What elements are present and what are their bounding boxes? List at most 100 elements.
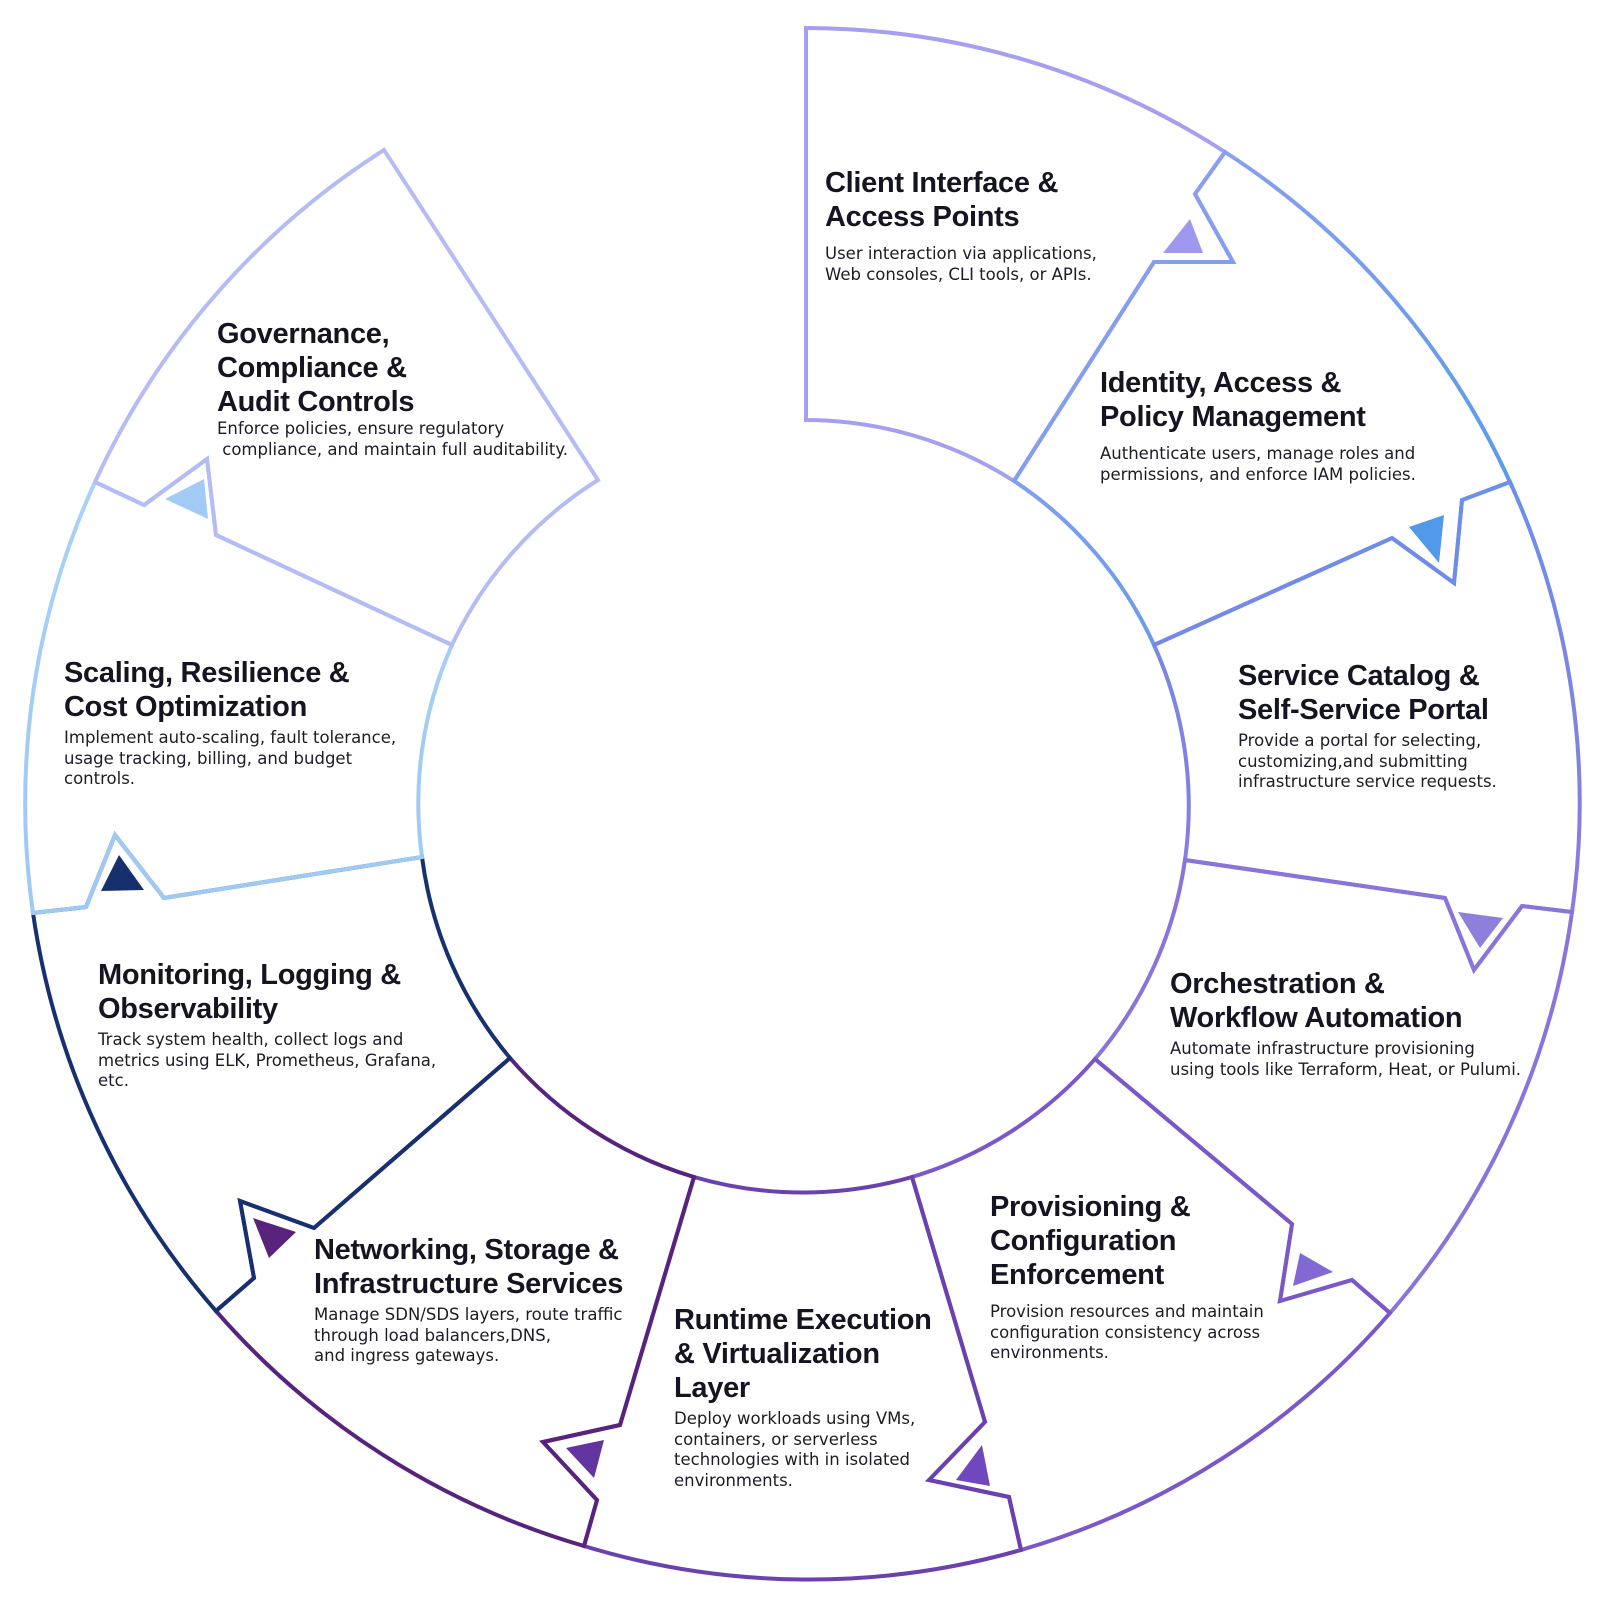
- title-line: Infrastructure Services: [314, 1268, 624, 1300]
- title-line: Layer: [674, 1372, 750, 1404]
- title-line: Audit Controls: [217, 386, 415, 418]
- monitoring-outline: [30, 831, 513, 1314]
- segment-title: Client Interface & Access Points: [825, 166, 1145, 234]
- title-line: Identity, Access &: [1100, 367, 1342, 399]
- segment-title: Orchestration & Workflow Automation: [1170, 967, 1580, 1035]
- segment-service-catalog: Service Catalog & Self-Service Portal Pr…: [1238, 659, 1578, 793]
- title-line: Enforcement: [990, 1259, 1164, 1291]
- description-line: Manage SDN/SDS layers, route traffic: [314, 1305, 623, 1324]
- title-line: Client Interface &: [825, 167, 1059, 199]
- description-line: Track system health, collect logs and: [98, 1030, 404, 1049]
- segment-governance: Governance, Compliance & Audit Controls …: [217, 317, 597, 460]
- segment-description: Implement auto-scaling, fault tolerance,…: [64, 728, 424, 790]
- service-catalog-outline: [1151, 479, 1582, 975]
- segment-description: Deploy workloads using VMs, containers, …: [674, 1409, 984, 1491]
- description-line: controls.: [64, 769, 136, 788]
- segment-orchestration: Orchestration & Workflow Automation Auto…: [1170, 967, 1580, 1080]
- scaling-arrow-icon: [165, 479, 208, 519]
- title-line: Observability: [98, 993, 278, 1025]
- segment-identity-access: Identity, Access & Policy Management Aut…: [1100, 366, 1460, 485]
- title-line: Configuration: [990, 1225, 1177, 1257]
- description-line: customizing,and submitting: [1238, 751, 1468, 771]
- title-line: Access Points: [825, 201, 1020, 233]
- description-line: configuration consistency across: [990, 1322, 1261, 1342]
- segment-title: Runtime Execution & Virtualization Layer: [674, 1303, 984, 1405]
- segment-monitoring: Monitoring, Logging & Observability Trac…: [98, 958, 458, 1092]
- runtime-arrow-icon: [566, 1440, 604, 1478]
- description-line: etc.: [98, 1071, 129, 1090]
- client-arrow-icon: [1163, 219, 1203, 253]
- scaling-outline: [23, 455, 455, 916]
- segment-client-interface: Client Interface & Access Points User in…: [825, 166, 1145, 285]
- title-line: Service Catalog &: [1238, 660, 1480, 692]
- title-line: Monitoring, Logging &: [98, 959, 401, 991]
- title-line: Cost Optimization: [64, 691, 308, 723]
- description-line: Provision resources and maintain: [990, 1302, 1264, 1321]
- segment-title: Provisioning & Configuration Enforcement: [990, 1190, 1320, 1292]
- identity-arrow-icon: [1409, 515, 1444, 563]
- description-line: containers, or serverless: [674, 1429, 878, 1449]
- title-line: Orchestration &: [1170, 968, 1385, 1000]
- description-line: Automate infrastructure provisioning: [1170, 1039, 1475, 1058]
- segment-description: Authenticate users, manage roles and per…: [1100, 444, 1460, 485]
- segment-description: Enforce policies, ensure regulatory comp…: [217, 419, 597, 460]
- description-line: and ingress gateways.: [314, 1346, 500, 1365]
- title-line: Networking, Storage &: [314, 1234, 619, 1266]
- description-line: using tools like Terraform, Heat, or Pul…: [1170, 1059, 1522, 1079]
- title-line: Runtime Execution: [674, 1304, 932, 1336]
- description-line: permissions, and enforce IAM policies.: [1100, 464, 1416, 484]
- provisioning-outline: [909, 1056, 1393, 1553]
- description-line: usage tracking, billing, and budget: [64, 748, 353, 768]
- orchestration-outline: [1092, 857, 1575, 1316]
- networking-arrow-icon: [253, 1218, 296, 1258]
- description-line: technologies with in isolated: [674, 1450, 911, 1469]
- description-line: environments.: [674, 1470, 793, 1490]
- title-line: Workflow Automation: [1170, 1002, 1463, 1034]
- networking-outline: [213, 1055, 697, 1549]
- description-line: Authenticate users, manage roles and: [1100, 444, 1416, 463]
- description-line: through load balancers,DNS,: [314, 1325, 551, 1345]
- identity-outline: [1011, 149, 1513, 648]
- description-line: Provide a portal for selecting,: [1238, 731, 1482, 750]
- segment-runtime: Runtime Execution & Virtualization Layer…: [674, 1303, 984, 1491]
- governance-outline: [92, 147, 601, 648]
- description-line: infrastructure service requests.: [1238, 772, 1497, 791]
- segment-description: Provision resources and maintain configu…: [990, 1302, 1320, 1364]
- orchestration-arrow-icon: [1293, 1253, 1333, 1286]
- title-line: Scaling, Resilience &: [64, 657, 350, 689]
- segment-title: Scaling, Resilience & Cost Optimization: [64, 656, 424, 724]
- segment-description: User interaction via applications, Web c…: [825, 244, 1145, 285]
- segment-title: Identity, Access & Policy Management: [1100, 366, 1460, 434]
- description-line: Web consoles, CLI tools, or APIs.: [825, 264, 1092, 284]
- description-line: compliance, and maintain full auditabili…: [217, 439, 569, 459]
- segment-networking: Networking, Storage & Infrastructure Ser…: [314, 1233, 664, 1367]
- segment-title: Governance, Compliance & Audit Controls: [217, 317, 597, 419]
- title-line: Self-Service Portal: [1238, 694, 1489, 726]
- segment-description: Provide a portal for selecting, customiz…: [1238, 731, 1578, 793]
- title-line: & Virtualization: [674, 1338, 880, 1370]
- title-line: Governance,: [217, 318, 390, 350]
- description-line: Deploy workloads using VMs,: [674, 1409, 916, 1428]
- description-line: Enforce policies, ensure regulatory: [217, 419, 505, 438]
- catalog-arrow-icon: [1458, 912, 1503, 948]
- segment-description: Track system health, collect logs and me…: [98, 1030, 458, 1092]
- segment-title: Networking, Storage & Infrastructure Ser…: [314, 1233, 664, 1301]
- title-line: Compliance &: [217, 352, 407, 384]
- title-line: Provisioning &: [990, 1191, 1191, 1223]
- segment-scaling: Scaling, Resilience & Cost Optimization …: [64, 656, 424, 790]
- title-line: Policy Management: [1100, 401, 1366, 433]
- segment-description: Manage SDN/SDS layers, route traffic thr…: [314, 1305, 664, 1367]
- segment-title: Monitoring, Logging & Observability: [98, 958, 458, 1026]
- segment-title: Service Catalog & Self-Service Portal: [1238, 659, 1578, 727]
- description-line: metrics using ELK, Prometheus, Grafana,: [98, 1050, 437, 1070]
- description-line: environments.: [990, 1343, 1109, 1362]
- description-line: User interaction via applications,: [825, 244, 1097, 263]
- monitoring-arrow-icon: [101, 855, 144, 891]
- runtime-outline: [539, 1174, 1024, 1582]
- description-line: Implement auto-scaling, fault tolerance,: [64, 728, 397, 747]
- segment-provisioning: Provisioning & Configuration Enforcement…: [990, 1190, 1320, 1364]
- segment-description: Automate infrastructure provisioning usi…: [1170, 1039, 1580, 1080]
- provisioning-arrow-icon: [956, 1445, 990, 1486]
